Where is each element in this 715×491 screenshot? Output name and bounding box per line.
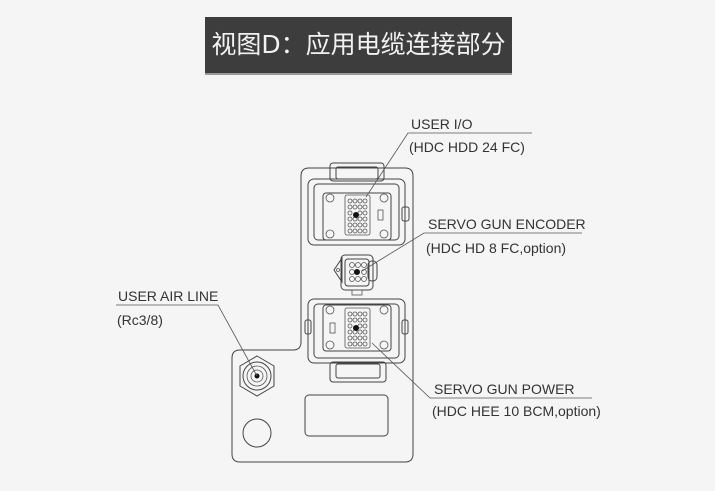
leader-lines — [116, 132, 592, 399]
mounting-plate — [231, 167, 414, 463]
view-title: 视图D：应用电缆连接部分 — [205, 17, 512, 73]
user-air-line-label: USER AIR LINE — [118, 288, 218, 304]
nameplate-slot — [304, 394, 389, 437]
servo-gun-encoder-label: SERVO GUN ENCODER — [428, 216, 586, 232]
servo-gun-encoder-spec: (HDC HD 8 FC,option) — [426, 240, 566, 256]
user-air-line-fitting — [239, 355, 275, 397]
servo-gun-encoder-connector — [333, 254, 378, 296]
mounting-hole — [242, 418, 272, 448]
servo-gun-power-connector — [304, 298, 409, 383]
user-io-label: USER I/O — [411, 116, 473, 132]
servo-gun-power-label: SERVO GUN POWER — [434, 381, 575, 397]
user-io-spec: (HDC HDD 24 FC) — [409, 139, 525, 155]
user-io-connector — [307, 162, 410, 246]
user-air-line-spec: (Rc3/8) — [117, 312, 163, 328]
servo-gun-power-spec: (HDC HEE 10 BCM,option) — [432, 403, 601, 419]
